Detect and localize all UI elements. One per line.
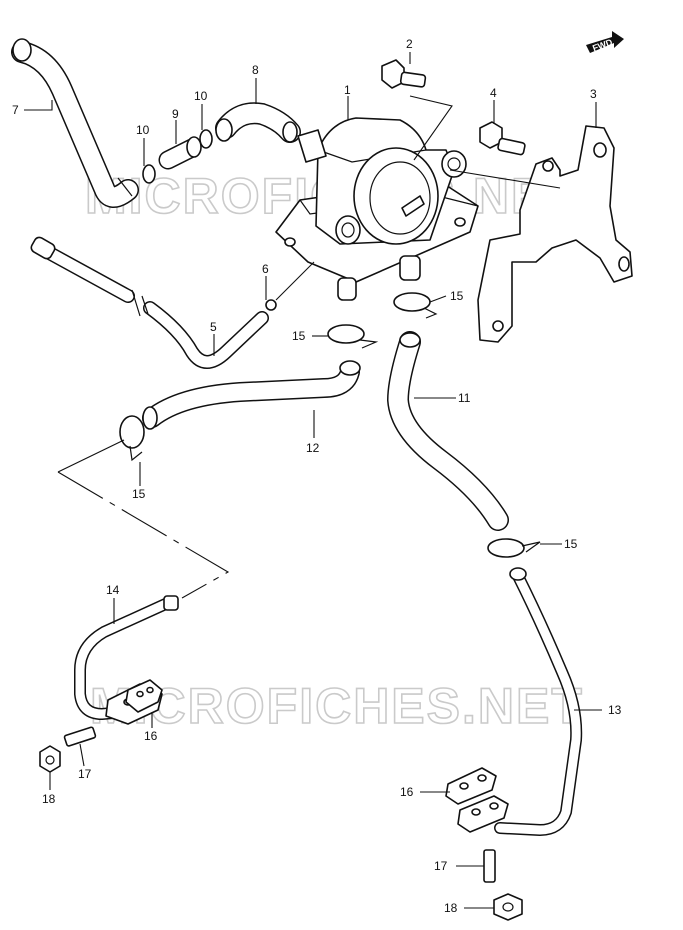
nut-18-left: [39, 745, 61, 773]
callout-10-a: 10: [136, 123, 150, 137]
clip-6: [265, 299, 277, 311]
hose-5: [30, 236, 269, 369]
clip-10-right: [199, 129, 213, 149]
clamp-15-c: [119, 415, 145, 462]
stud-17-right: [483, 849, 496, 883]
callout-17-b: 17: [434, 859, 448, 873]
pipe-13: [457, 567, 583, 836]
callout-2: 2: [406, 37, 413, 51]
hose-8: [215, 102, 301, 143]
assembly-lines: [57, 95, 561, 599]
valve-assembly-1: [275, 117, 479, 301]
callout-18-a: 18: [42, 792, 56, 806]
stud-17-left: [63, 726, 97, 747]
callout-17-a: 17: [78, 767, 92, 781]
callout-labels: 1 2 4 3 5 6 7 8 9 10 10 11 12 13 14 15 1…: [12, 37, 622, 915]
callout-14: 14: [106, 583, 120, 597]
hose-12: [142, 360, 361, 430]
clamp-15-b: [327, 324, 379, 349]
bolt-2: [381, 59, 427, 89]
callout-11: 11: [458, 391, 471, 405]
fwd-label: FWD: [591, 37, 614, 54]
clamp-15-a: [393, 292, 438, 319]
fwd-arrow-icon: FWD: [586, 31, 624, 53]
gasket-16-right: [445, 767, 497, 805]
callout-1: 1: [344, 83, 351, 97]
callout-15-c: 15: [132, 487, 146, 501]
callout-10-b: 10: [194, 89, 208, 103]
callout-5: 5: [210, 320, 217, 334]
watermark-bottom: MICROFICHES.NET: [90, 678, 584, 734]
clamp-15-d: [487, 538, 541, 558]
callout-12: 12: [306, 441, 320, 455]
callout-leaders: [24, 52, 602, 909]
callout-4: 4: [490, 86, 497, 100]
hose-11: [387, 331, 509, 531]
callout-18-b: 18: [444, 901, 458, 915]
callout-15-d: 15: [564, 537, 578, 551]
callout-3: 3: [590, 87, 597, 101]
callout-9: 9: [172, 107, 179, 121]
callout-6: 6: [262, 262, 269, 276]
callout-15-a: 15: [450, 289, 464, 303]
callout-16-a: 16: [144, 729, 158, 743]
bracket-3: [477, 125, 633, 343]
hose-9: [158, 136, 202, 170]
callout-15-b: 15: [292, 329, 306, 343]
clip-10-left: [142, 164, 156, 184]
callout-13: 13: [608, 703, 622, 717]
callout-16-b: 16: [400, 785, 414, 799]
nut-18-right: [493, 893, 523, 921]
pipe-14: [74, 595, 179, 725]
bolt-4: [479, 121, 526, 156]
callout-7: 7: [12, 103, 19, 117]
gasket-16-left: [125, 679, 163, 713]
callout-8: 8: [252, 63, 259, 77]
hose-7: [11, 38, 139, 208]
